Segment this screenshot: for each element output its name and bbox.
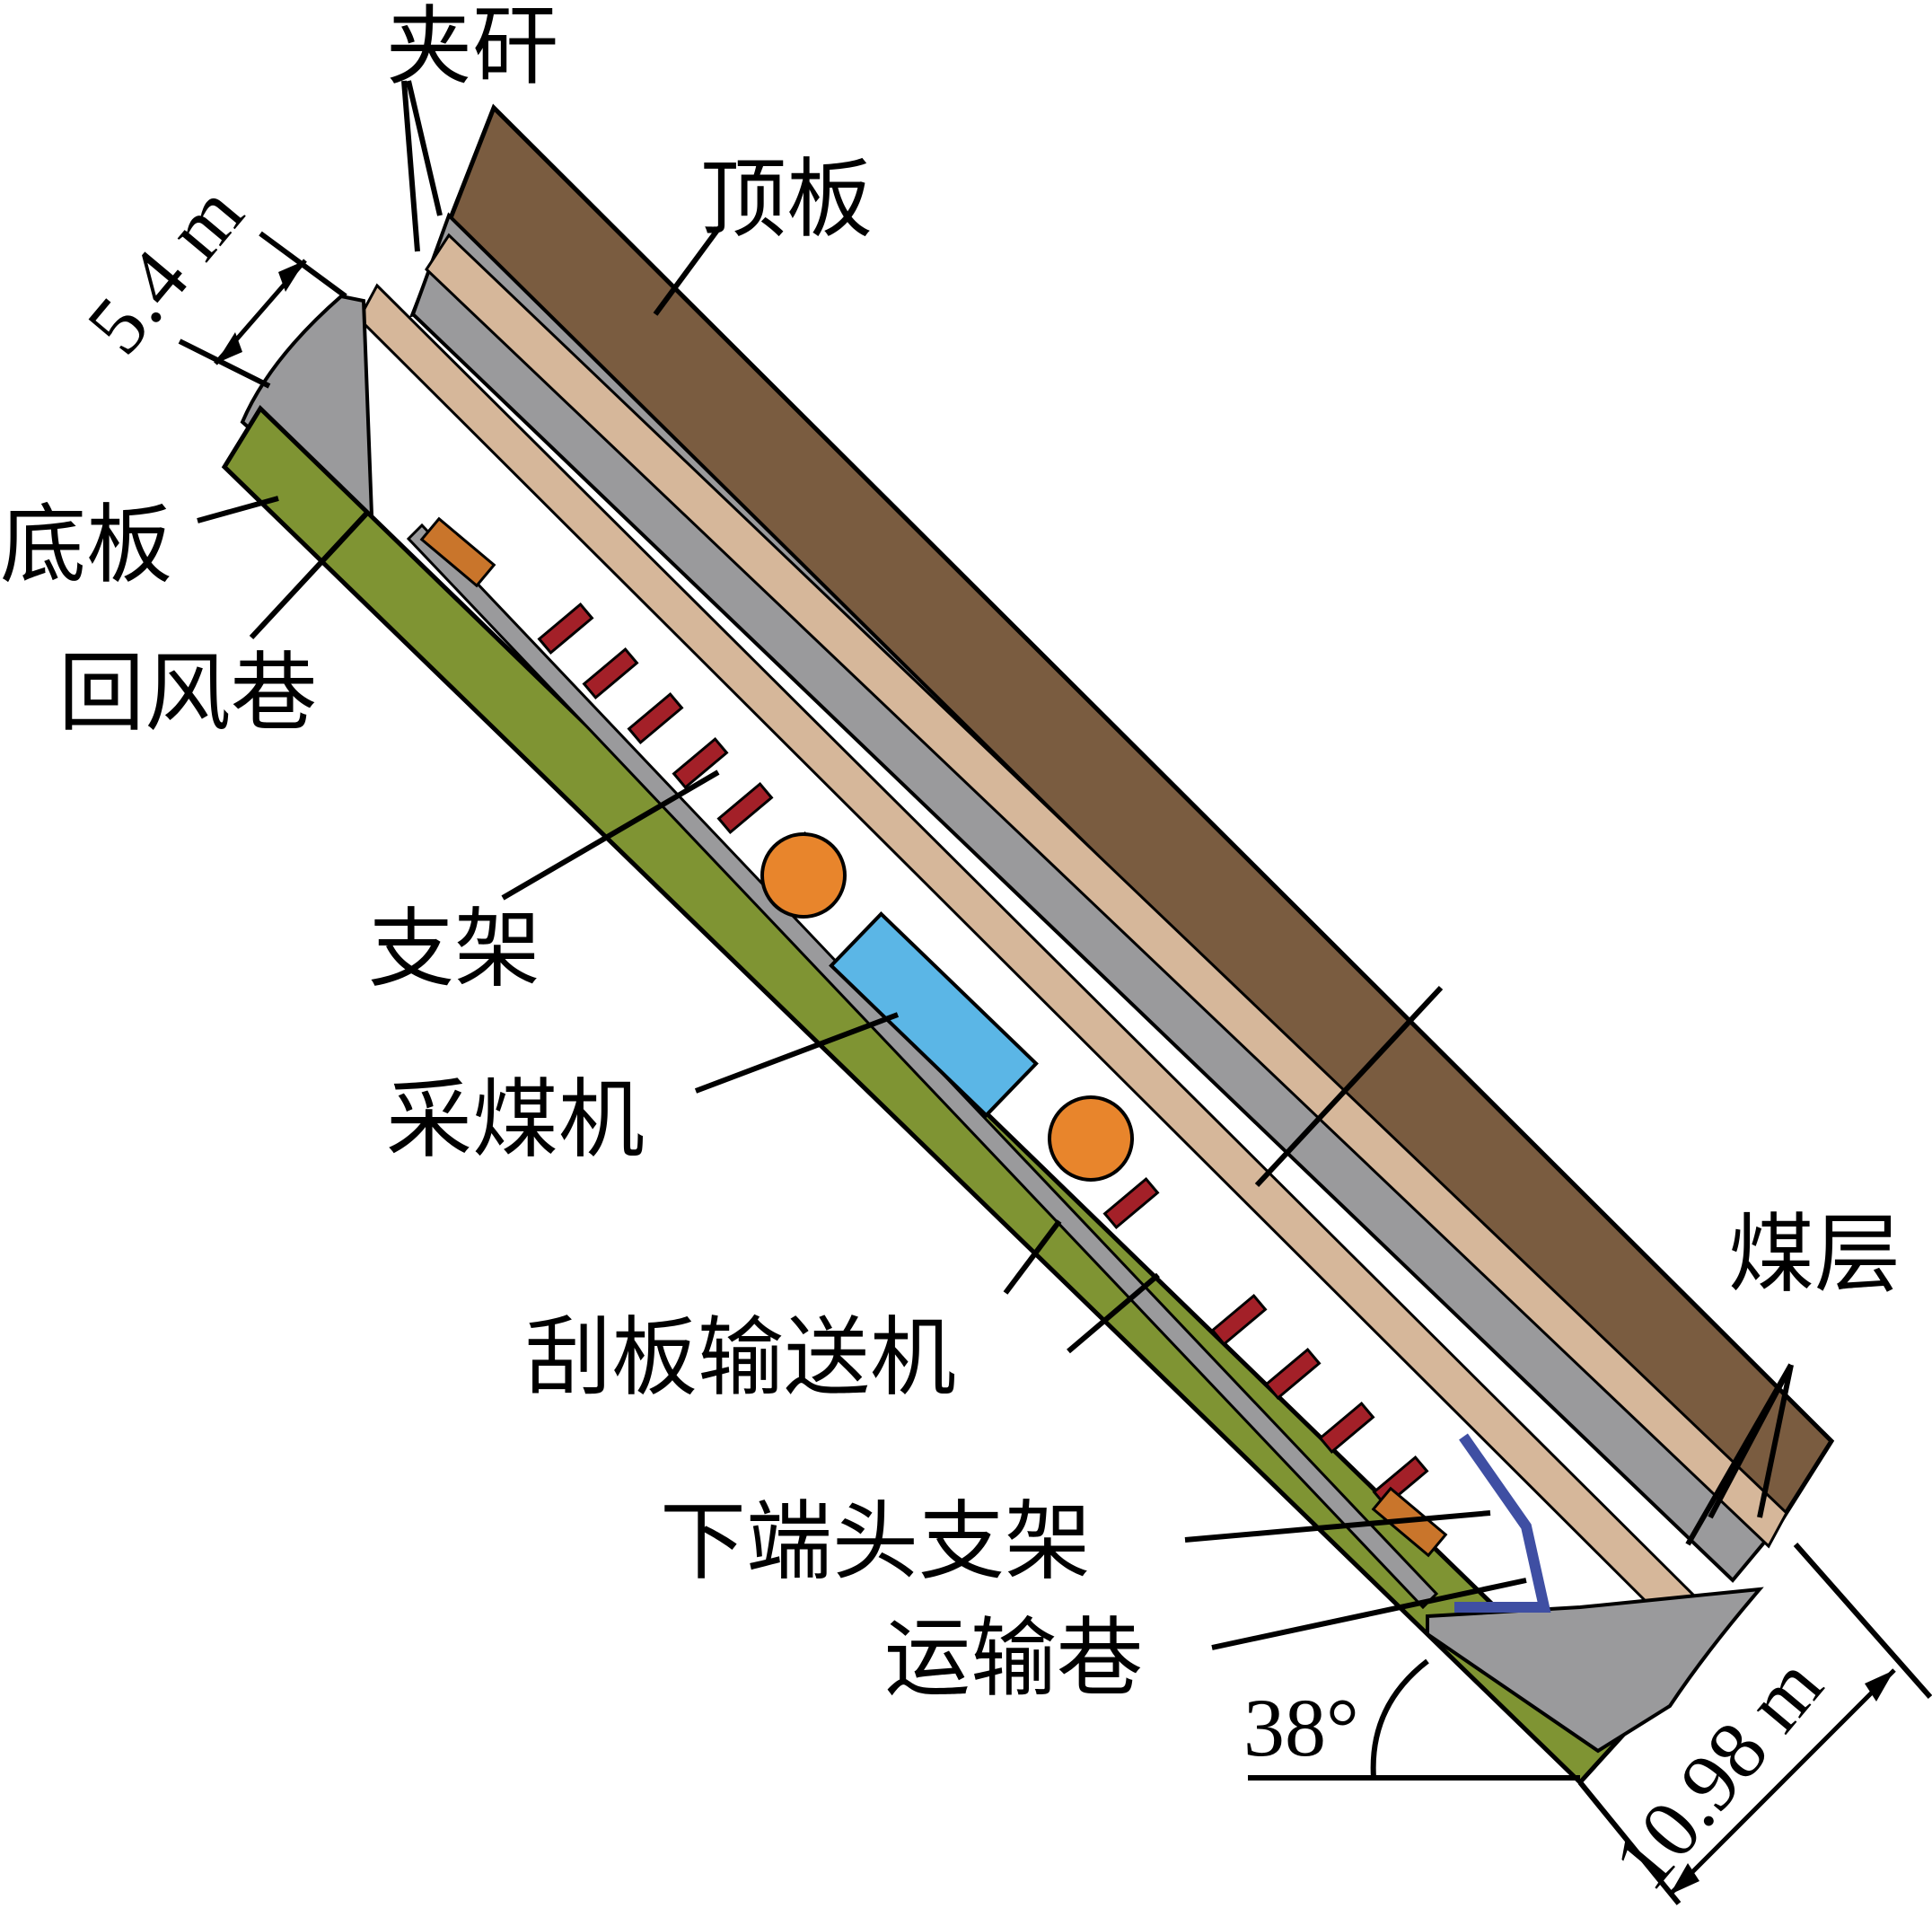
label-dingban: 顶板	[700, 149, 873, 250]
shearer-drum-upper	[760, 832, 847, 919]
dim-upper-arrowhead-1	[215, 332, 242, 364]
transport-roadway	[1426, 1587, 1764, 1754]
label-diban: 底板	[0, 495, 172, 595]
shearer-body	[829, 911, 1039, 1118]
shearer-drum-lower	[1048, 1095, 1134, 1182]
lower-end-support	[1454, 1433, 1551, 1613]
break-line-bottom	[1067, 1272, 1160, 1354]
leader-jiagan-2	[406, 80, 443, 216]
dim-upper-arrowhead-2	[278, 260, 305, 292]
dim-lower-arrowhead-1	[1670, 1863, 1699, 1895]
upper-end-support-pad	[419, 516, 496, 588]
label-xiaduantou: 下端头支架	[660, 1491, 1091, 1592]
label-guaban: 刮板输送机	[525, 1307, 956, 1408]
label-caimeiji: 采煤机	[386, 1069, 645, 1170]
label-jiagan: 夹矸	[386, 0, 558, 97]
leader-meiceng-2	[1685, 1363, 1794, 1546]
label-zhijia: 支架	[368, 899, 540, 999]
leader-dingban	[653, 227, 721, 316]
leader-meiceng-3	[1757, 1364, 1794, 1518]
dim-lower-arrow	[1668, 1668, 1896, 1896]
leader-guaban	[1003, 1219, 1062, 1295]
break-line-top	[1254, 985, 1444, 1188]
leader-xiaduantou	[1184, 1510, 1491, 1543]
pan-line	[406, 523, 1439, 1610]
angle-arc	[1370, 1658, 1429, 1779]
leader-jiagan-1	[401, 80, 420, 252]
leader-yunshuxiang	[1211, 1578, 1527, 1650]
label-meiceng: 煤层	[1728, 1204, 1901, 1305]
return-airway	[240, 294, 375, 543]
angle-label: 38°	[1243, 1682, 1359, 1773]
dim-lower-ext-1	[1793, 1543, 1932, 1699]
dim-lower-ext-2	[1577, 1781, 1682, 1905]
dim-lower-arrowhead-2	[1865, 1670, 1894, 1702]
dim-upper-ext-1	[178, 339, 271, 389]
gangue-strip-upper	[425, 233, 1788, 1549]
leader-caimeiji	[694, 1012, 900, 1094]
label-yunshuxiang: 运输巷	[884, 1608, 1143, 1709]
leader-huifengxiang	[249, 509, 371, 640]
leader-diban	[197, 496, 279, 523]
label-huifengxiang: 回风巷	[58, 643, 317, 743]
leader-zhijia	[501, 769, 720, 901]
gangue-strip-lower	[357, 283, 1708, 1646]
